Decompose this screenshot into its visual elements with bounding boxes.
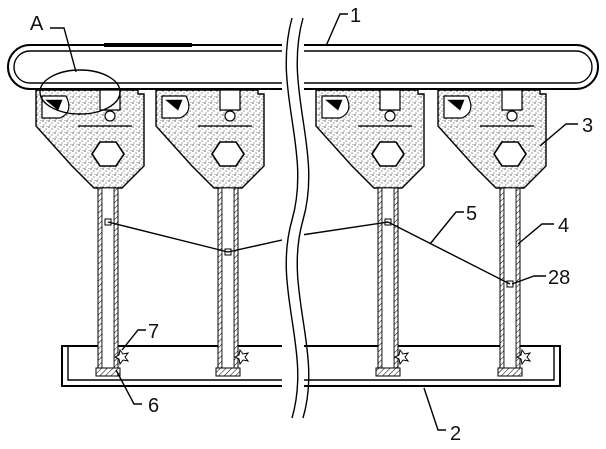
unit-1: [36, 90, 144, 376]
label-a: A: [30, 13, 44, 35]
tube-cap: [376, 368, 400, 376]
tube-cap: [216, 368, 240, 376]
ball-valve: [385, 111, 395, 121]
label-1: 1: [350, 5, 361, 27]
nozzle-slot: [380, 90, 400, 110]
ball-valve: [507, 111, 517, 121]
tube-wall-right: [114, 188, 118, 376]
hex-nut: [212, 142, 244, 166]
tube-bore: [382, 188, 394, 376]
ball-valve: [225, 111, 235, 121]
hex-nut: [372, 142, 404, 166]
base-tray: [62, 346, 560, 386]
nozzle-slot: [502, 90, 522, 110]
unit-4: [438, 90, 546, 376]
unit-3: [316, 90, 424, 376]
tube-bore: [102, 188, 114, 376]
tube-wall-left: [500, 188, 504, 376]
hex-nut: [92, 142, 124, 166]
tube-wall-left: [378, 188, 382, 376]
connecting-wire: [108, 222, 510, 284]
tube-wall-right: [234, 188, 238, 376]
label-2: 2: [450, 423, 461, 445]
ball-valve: [105, 111, 115, 121]
label-7: 7: [148, 321, 159, 343]
hex-nut: [494, 142, 526, 166]
tube-wall-left: [98, 188, 102, 376]
break-line: [282, 18, 309, 418]
tube-bore: [222, 188, 234, 376]
label-6: 6: [148, 395, 159, 417]
tube-cap: [498, 368, 522, 376]
label-28: 28: [548, 267, 570, 289]
label-3: 3: [582, 115, 593, 137]
unit-2: [156, 90, 264, 376]
tube-wall-right: [394, 188, 398, 376]
label-4: 4: [558, 215, 569, 237]
nozzle-slot: [220, 90, 240, 110]
label-5: 5: [466, 203, 477, 225]
tube-wall-left: [218, 188, 222, 376]
